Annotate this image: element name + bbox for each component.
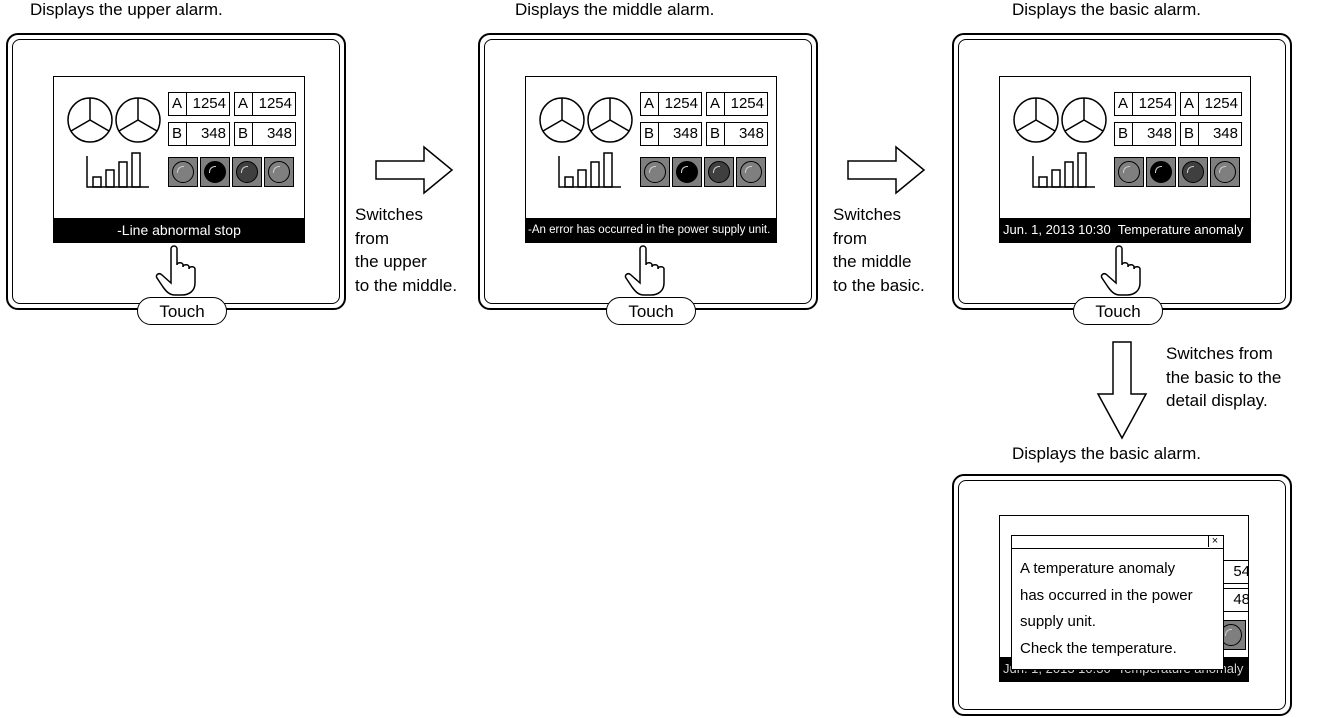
lamp-2: [1146, 157, 1176, 187]
hand-pointer-icon: [1100, 245, 1141, 296]
touch-label-middle: Touch: [606, 297, 696, 325]
lamp-2: [200, 157, 230, 187]
gauge-graphics: [1013, 97, 1107, 188]
got-panel-detail: 54 48 Jun. 1, 2013 10:30 Temperature ano…: [952, 474, 1292, 716]
caption-detail: Displays the basic alarm.: [1012, 444, 1201, 463]
pie-gauge-right: [115, 97, 161, 143]
lamp-4: [264, 157, 294, 187]
right-arrow-icon: [847, 145, 926, 195]
down-arrow-icon: [1096, 341, 1148, 440]
touch-label-basic: Touch: [1073, 297, 1163, 325]
hand-pointer-icon: [155, 245, 196, 296]
lamp-4: [736, 157, 766, 187]
panel-bezel: [958, 480, 1286, 710]
caption-upper: Displays the upper alarm.: [30, 0, 223, 19]
caption-basic: Displays the basic alarm.: [1012, 0, 1201, 19]
bar-graph: [86, 152, 149, 188]
window-titlebar: ×: [1012, 535, 1223, 549]
lamp-1: [1114, 157, 1144, 187]
alarm-bar-upper[interactable]: -Line abnormal stop: [54, 218, 304, 242]
caption-middle: Displays the middle alarm.: [515, 0, 715, 19]
lamp-1: [640, 157, 670, 187]
right-arrow-icon: [375, 145, 454, 195]
alarm-message: -Line abnormal stop: [117, 222, 241, 238]
alarm-detail-message: A temperature anomaly has occurred in th…: [1020, 560, 1193, 657]
lamp-3: [704, 157, 734, 187]
gauge-graphics: [539, 97, 633, 188]
screen-detail: 54 48 Jun. 1, 2013 10:30 Temperature ano…: [999, 515, 1249, 682]
touch-label-upper: Touch: [137, 297, 227, 325]
close-icon[interactable]: ×: [1208, 535, 1221, 547]
alarm-bar-basic[interactable]: Jun. 1, 2013 10:30 Temperature anomaly: [1000, 218, 1250, 242]
alarm-bar-middle[interactable]: -An error has occurred in the power supp…: [526, 218, 776, 242]
lamp-4: [1210, 157, 1240, 187]
lamp-2: [672, 157, 702, 187]
alarm-message: -An error has occurred in the power supp…: [528, 224, 771, 236]
alarm-detail-window: × A temperature anomaly has occurred in …: [1011, 535, 1224, 670]
alarm-message: Jun. 1, 2013 10:30 Temperature anomaly: [1003, 222, 1244, 237]
lamp-3: [232, 157, 262, 187]
lamp-3: [1178, 157, 1208, 187]
gauge-graphics: [67, 97, 161, 188]
hand-pointer-icon: [624, 245, 665, 296]
pie-gauge-left: [67, 97, 113, 143]
lamp-1: [168, 157, 198, 187]
